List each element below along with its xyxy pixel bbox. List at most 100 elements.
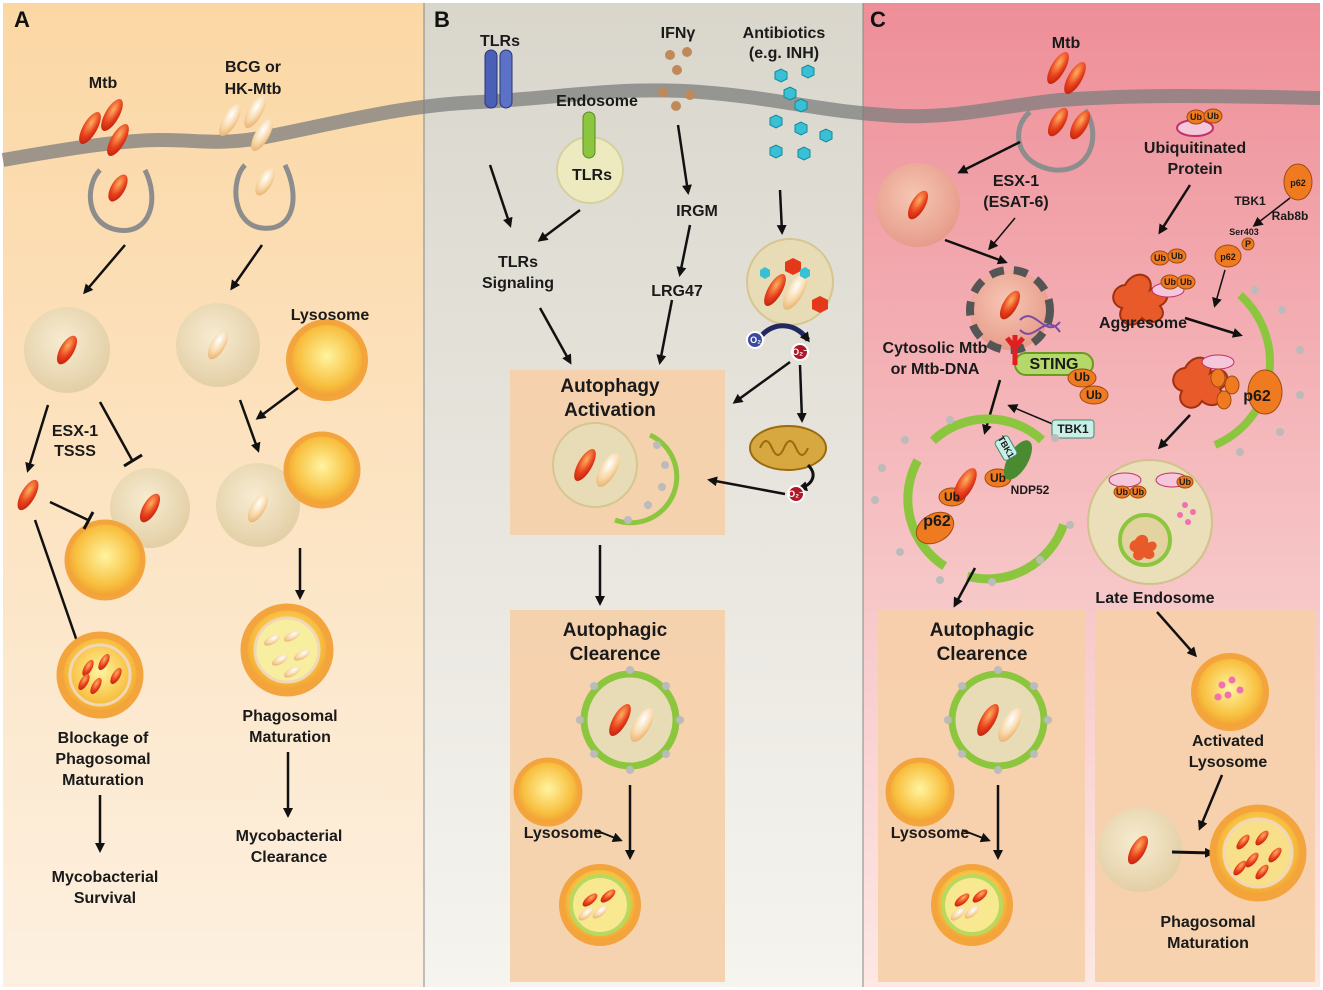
endosomal-tlrs (582, 111, 596, 159)
label-ser403: Ser403 (1229, 227, 1259, 237)
panel-a-background (3, 3, 424, 987)
bacterium (107, 124, 129, 156)
label-ndp52: NDP52 (1011, 483, 1050, 497)
label-ub: Ub (1116, 487, 1128, 497)
label-antibiotics-1: Antibiotics (743, 25, 826, 42)
label-phospho: P (1245, 239, 1251, 249)
label-o2-radical: O₂⁻ (792, 347, 808, 357)
label-survival-2: Survival (74, 890, 136, 907)
label-late-endosome: Late Endosome (1095, 590, 1214, 607)
bacterium-attenuated (247, 493, 269, 523)
label-ub: Ub (1154, 253, 1166, 263)
label-activation-1: Autophagy (560, 376, 660, 397)
antibiotic-molecules (769, 64, 833, 161)
label-ub: Ub (1164, 277, 1176, 287)
label-b-clearence-2: Clearence (570, 644, 661, 665)
bacterium (79, 112, 101, 144)
bacterium (56, 335, 78, 365)
redox-arrow (760, 323, 811, 343)
lysosome (286, 319, 368, 401)
activated-lysosome (1191, 653, 1269, 731)
label-c-clearence-1: Autophagic (930, 620, 1035, 641)
label-blockage-3: Maturation (62, 772, 144, 789)
bacterium-attenuated (251, 119, 273, 151)
label-b-clearence-1: Autophagic (563, 620, 668, 641)
label-activated-1: Activated (1192, 733, 1264, 750)
bcg-phagosome-forming (233, 163, 296, 231)
mitochondrion (749, 425, 827, 471)
label-mtb: Mtb (89, 75, 118, 92)
label-antibiotics-2: (e.g. INH) (749, 45, 819, 62)
label-o2: O₂⁻ (750, 335, 766, 345)
label-lrg47: LRG47 (651, 283, 703, 300)
autophagosome-c (944, 666, 1052, 774)
bacterium-attenuated (207, 330, 229, 360)
label-phago-2: Maturation (249, 729, 331, 746)
bacterium-attenuated (219, 104, 241, 136)
autolysosome-b (559, 864, 641, 946)
bacterium-attenuated (244, 96, 266, 128)
label-ub-sting-1: Ub (1074, 370, 1090, 384)
lysosome (885, 757, 955, 827)
label-ub: Ub (1207, 111, 1219, 121)
label-lysosome-a: Lysosome (291, 307, 370, 324)
superoxide (791, 343, 809, 361)
label-ub: Ub (1179, 477, 1191, 487)
label-p62-c: p62 (923, 513, 951, 530)
label-activation-2: Activation (564, 400, 656, 421)
label-ubprot-1: Ubiquitinated (1144, 140, 1246, 157)
label-p62-phospho: p62 (1220, 252, 1236, 262)
label-irgm: IRGM (676, 203, 718, 220)
label-tlr-signal-2: Signaling (482, 275, 554, 292)
bacterium (101, 99, 123, 131)
label-o2-radical-mito: O₂⁻ (788, 489, 804, 499)
label-tlrs: TLRs (480, 33, 520, 50)
label-b-lysosome: Lysosome (524, 825, 603, 842)
label-ubprot-2: Protein (1167, 161, 1222, 178)
phagophore (614, 432, 680, 526)
bacterium-attenuated (255, 168, 275, 196)
mtb-entry-c (1016, 108, 1096, 173)
label-bcg-1: BCG or (225, 59, 281, 76)
blocked-phagolysosome (56, 631, 144, 719)
bacterium (108, 174, 128, 202)
label-cytosolic-1: Cytosolic Mtb (883, 340, 988, 357)
bacterium (139, 493, 161, 523)
oxygen (746, 331, 764, 349)
label-ub: Ub (1180, 277, 1192, 287)
panel-letter-b: B (434, 7, 450, 32)
ubiquitinated-protein (1176, 108, 1223, 137)
label-c-esx1: ESX-1 (993, 173, 1039, 190)
label-blockage-1: Blockage of (58, 730, 149, 747)
label-blockage-2: Phagosomal (55, 751, 150, 768)
superoxide (787, 485, 805, 503)
label-ub: Ub (1190, 112, 1202, 122)
label-esx1: ESX-1 (52, 423, 98, 440)
ifng-particles (658, 47, 695, 111)
label-ub-p62: Ub (944, 490, 960, 504)
label-activated-2: Lysosome (1189, 754, 1268, 771)
label-c-mtb: Mtb (1052, 35, 1081, 52)
label-c-phago-2: Maturation (1167, 935, 1249, 952)
tlrs-receptor (484, 49, 513, 109)
phagophore-c-left (903, 414, 1070, 584)
phagolysosome-c (1209, 804, 1307, 902)
mtb-phagosome-forming (87, 168, 155, 233)
label-c-clearence-2: Clearence (937, 644, 1028, 665)
autophagy-target (552, 422, 638, 508)
label-rab8b: Rab8b (1272, 209, 1309, 223)
aggresome (1112, 248, 1196, 326)
p62-free (1283, 163, 1313, 201)
label-p62-aggresome: p62 (1243, 388, 1271, 405)
label-clearance-2: Clearance (251, 849, 328, 866)
label-phago-1: Phagosomal (242, 708, 337, 725)
label-aggresome: Aggresome (1099, 315, 1187, 332)
panel-letter-c: C (870, 7, 886, 32)
p62-phospho (1214, 244, 1242, 268)
label-endo-tlrs: TLRs (572, 167, 612, 184)
autophagosome-b (576, 666, 684, 774)
label-tsss: TSSS (54, 443, 96, 460)
label-ub: Ub (1132, 487, 1144, 497)
label-clearance-1: Mycobacterial (236, 828, 343, 845)
